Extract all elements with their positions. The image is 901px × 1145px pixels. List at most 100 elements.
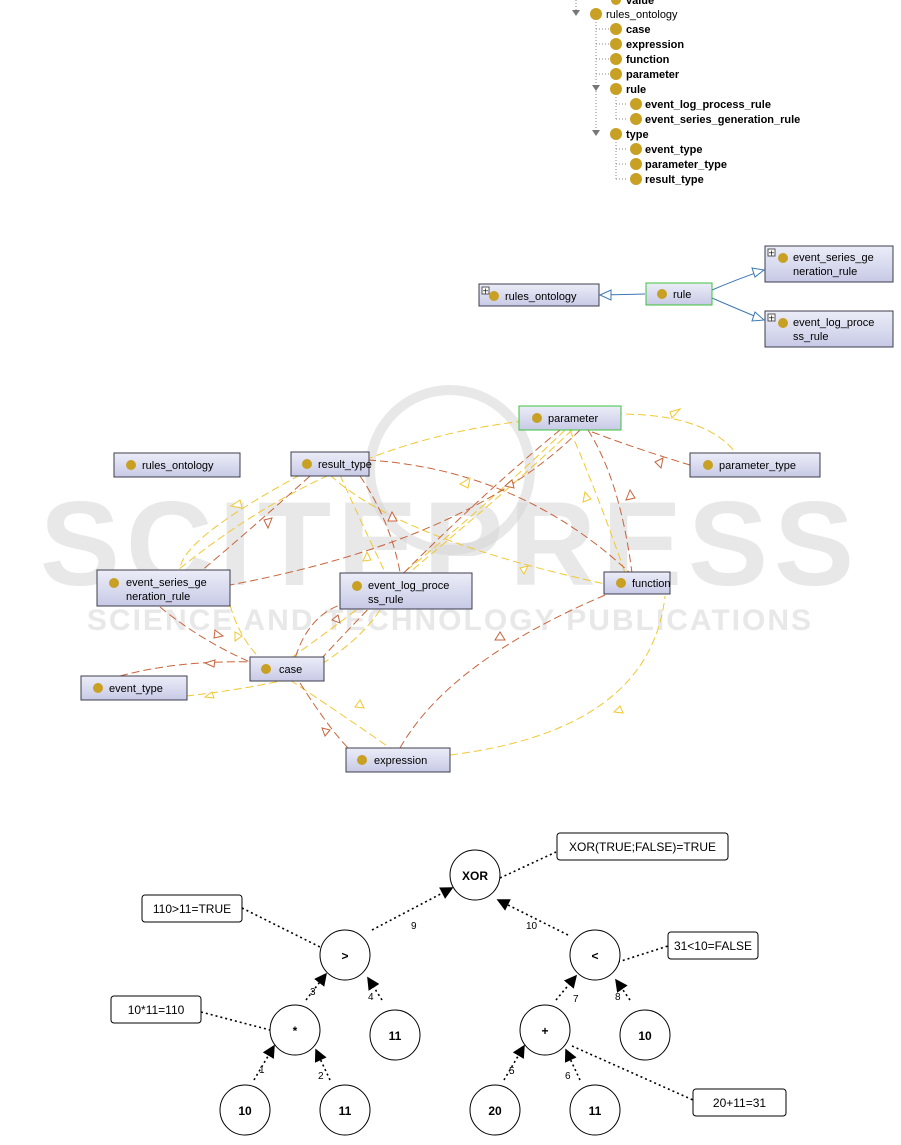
tree-item-result-type[interactable]: result_type (645, 174, 704, 186)
annotation-leader (200, 1011, 271, 1031)
node-label: rules_ontology (505, 291, 577, 303)
svg-text:function: function (632, 578, 671, 590)
hierarchy-arrowhead (751, 267, 766, 278)
node-event-series-generation-rule[interactable]: + event_series_ge neration_rule (764, 245, 894, 283)
annotation-leader (617, 945, 669, 963)
edge-label: 6 (565, 1071, 571, 1082)
node-event-log-process-rule-graph[interactable]: event_log_proce ss_rule (339, 572, 473, 610)
class-icon (630, 173, 642, 185)
collapse-triangle-icon[interactable] (572, 10, 580, 16)
relation-edge-yellow (287, 429, 566, 661)
node-event-type[interactable]: event_type (80, 675, 188, 701)
svg-text:event_log_proce: event_log_proce (368, 580, 449, 592)
edge-label: 5 (509, 1066, 515, 1077)
tree-item-rule[interactable]: rule (626, 84, 646, 96)
node-rules-ontology-graph[interactable]: rules_ontology (113, 452, 241, 478)
edge-label: 4 (368, 992, 374, 1003)
tree-edge (367, 976, 383, 1001)
svg-text:event_series_ge: event_series_ge (126, 577, 207, 589)
tree-edge (503, 1044, 525, 1081)
tree-item-event-type[interactable]: event_type (645, 144, 702, 156)
annotation-box-lt (667, 931, 759, 960)
edge-label: 1 (259, 1065, 265, 1076)
class-icon (610, 83, 622, 95)
relation-edge-yellow (329, 474, 611, 586)
class-icon (630, 113, 642, 125)
collapse-triangle-icon[interactable] (592, 130, 600, 136)
tree-item-value[interactable]: value (626, 0, 654, 7)
node-text-xor: XOR (462, 869, 488, 883)
svg-text:ss_rule: ss_rule (368, 594, 403, 606)
node-text-11: 11 (589, 1104, 602, 1118)
class-icon (126, 460, 136, 470)
tree-item-event-log-process-rule[interactable]: event_log_process_rule (645, 99, 771, 111)
node-rules-ontology[interactable]: + rules_ontology (478, 283, 600, 307)
annotation-box-plus (692, 1088, 787, 1117)
svg-text:rules_ontology: rules_ontology (142, 460, 214, 472)
relation-edge-orange (159, 606, 251, 663)
expand-icon (767, 248, 776, 257)
node-event-series-generation-rule-graph[interactable]: event_series_ge neration_rule (96, 569, 231, 607)
tree-item-parameter[interactable]: parameter (626, 69, 680, 81)
relation-edge-orange (591, 431, 691, 466)
annotation-leader (571, 1045, 694, 1101)
node-text-10: 10 (638, 1029, 652, 1043)
relation-edge-yellow (319, 609, 381, 666)
class-icon (610, 23, 622, 35)
relation-edge-yellow (339, 474, 386, 573)
annotation-lt: 31<10=FALSE (674, 939, 752, 953)
svg-text:+: + (768, 249, 775, 258)
tree-item-event-series-generation-rule[interactable]: event_series_generation_rule (645, 114, 800, 126)
tree-item-case[interactable]: case (626, 24, 650, 36)
relation-edge-orange (289, 604, 341, 681)
class-icon (352, 581, 362, 591)
node-event-log-process-rule[interactable]: + event_log_proce ss_rule (764, 310, 894, 348)
tree-edge (371, 887, 454, 931)
node-parameter-type[interactable]: parameter_type (689, 452, 821, 478)
node-result-type[interactable]: result_type (290, 451, 372, 477)
edge-label: 3 (310, 987, 316, 998)
node-function[interactable]: function (603, 571, 671, 595)
tree-item-function[interactable]: function (626, 54, 670, 66)
relation-edge-yellow (229, 604, 263, 661)
operator-node-mul (269, 1004, 321, 1056)
tree-item-parameter-type[interactable]: parameter_type (645, 159, 727, 171)
class-icon (778, 318, 788, 328)
relation-edge-orange (229, 429, 581, 586)
tree-item-rules-ontology[interactable]: rules_ontology (606, 9, 678, 21)
node-expression[interactable]: expression (345, 747, 451, 773)
operand-node (569, 1084, 621, 1136)
tree-item-type[interactable]: type (626, 129, 649, 141)
collapse-triangle-icon[interactable] (592, 85, 600, 91)
hierarchy-graph: + rules_ontology rule + event_series_ge … (478, 245, 894, 348)
expand-icon (481, 286, 490, 295)
relation-edge-yellow (179, 474, 301, 571)
class-icon (630, 98, 642, 110)
operand-node (369, 1009, 421, 1061)
annotation-leader (499, 851, 557, 879)
node-rule[interactable]: rule (645, 282, 713, 306)
node-text-10: 10 (238, 1104, 252, 1118)
class-icon (357, 755, 367, 765)
svg-text:event_log_proce: event_log_proce (793, 317, 874, 329)
operand-node (619, 1009, 671, 1061)
relation-graph: parameter rules_ontology result_type par… (80, 405, 821, 773)
tree-item-expression[interactable]: expression (626, 39, 684, 51)
class-icon (109, 578, 119, 588)
node-parameter[interactable]: parameter (518, 405, 622, 431)
class-icon (93, 683, 103, 693)
relation-edge-orange (119, 661, 253, 677)
class-icon (489, 291, 499, 301)
node-case[interactable]: case (249, 656, 325, 682)
class-icon (610, 53, 622, 65)
node-text-20: 20 (488, 1104, 502, 1118)
relation-edge-orange (199, 475, 311, 573)
svg-text:+: + (768, 314, 775, 323)
class-icon (261, 664, 271, 674)
tree-edge (305, 972, 327, 1001)
annotation-xor: XOR(TRUE;FALSE)=TRUE (569, 840, 716, 854)
class-icon (616, 578, 626, 588)
class-icon (630, 143, 642, 155)
operator-node-gt (319, 929, 371, 981)
svg-text:parameter: parameter (548, 413, 598, 425)
